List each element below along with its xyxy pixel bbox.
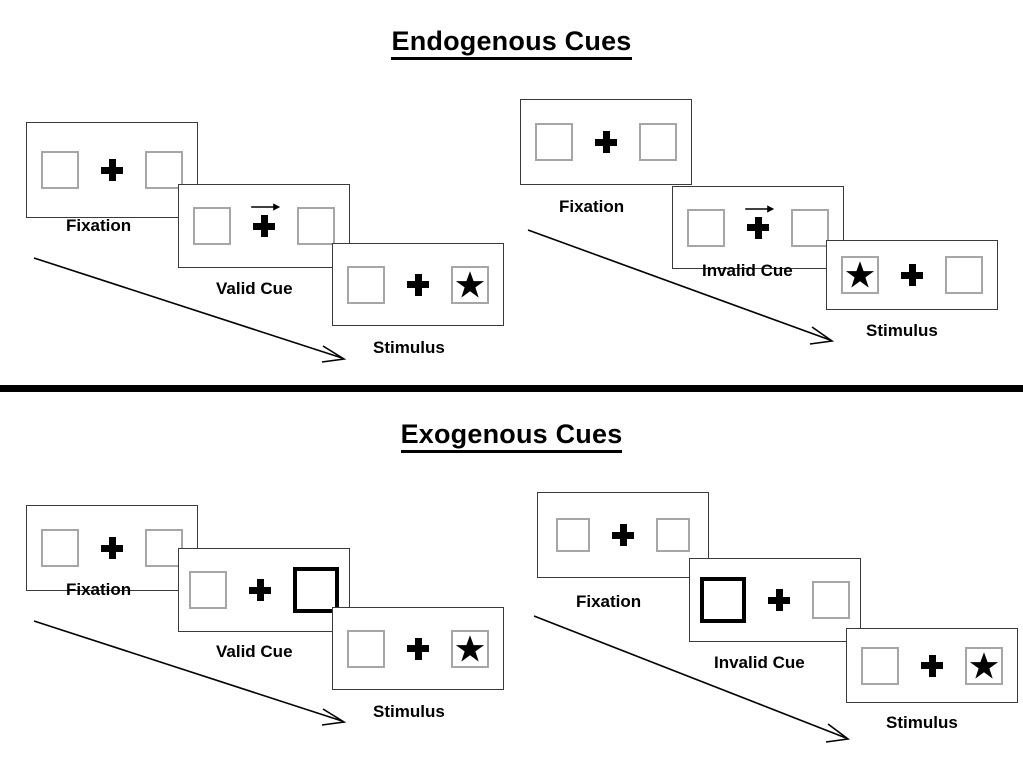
panel-exogenous-invalid-fixation bbox=[537, 492, 709, 578]
fixation-cross-icon bbox=[249, 579, 271, 601]
star-target-icon bbox=[455, 634, 485, 662]
fixation-cross-icon bbox=[407, 637, 429, 660]
stage-label-fixation: Fixation bbox=[66, 580, 132, 599]
placeholder-box-left bbox=[193, 207, 231, 245]
panel-exogenous-valid-cue bbox=[178, 548, 350, 632]
placeholder-box-right bbox=[812, 581, 850, 619]
fixation-cross-icon bbox=[745, 204, 775, 239]
placeholder-box-right bbox=[297, 207, 335, 245]
panel-exogenous-invalid-cue bbox=[689, 558, 861, 642]
panel-content bbox=[687, 204, 829, 247]
panel-content bbox=[861, 646, 1003, 685]
placeholder-box-left bbox=[861, 646, 899, 685]
panel-endogenous-valid-stimulus bbox=[332, 243, 504, 326]
flow-arrow-endogenous-valid bbox=[30, 250, 350, 370]
star-target-icon bbox=[845, 261, 875, 288]
target-box-right bbox=[965, 646, 1003, 685]
panel-exogenous-valid-stimulus bbox=[332, 607, 504, 690]
stage-label-fixation: Fixation bbox=[66, 216, 132, 235]
stage-label-invalid-cue: Invalid Cue bbox=[702, 261, 793, 280]
fixation-cross-icon bbox=[901, 264, 923, 286]
placeholder-box-left bbox=[41, 151, 79, 189]
panel-endogenous-valid-cue bbox=[178, 184, 350, 268]
cue-box-right bbox=[293, 567, 339, 613]
fixation-cross-icon bbox=[921, 654, 943, 677]
section-title-exogenous-text: Exogenous Cues bbox=[400, 419, 623, 453]
star-target-icon bbox=[455, 270, 485, 298]
panel-content bbox=[193, 203, 335, 245]
placeholder-box-left bbox=[687, 208, 725, 247]
placeholder-box-left bbox=[347, 629, 385, 668]
stage-label-invalid-cue: Invalid Cue bbox=[714, 653, 805, 672]
placeholder-box-left bbox=[189, 571, 227, 609]
panel-content bbox=[347, 265, 489, 304]
target-box-right bbox=[451, 629, 489, 668]
placeholder-box-right bbox=[656, 518, 690, 552]
section-title-endogenous-text: Endogenous Cues bbox=[391, 26, 632, 60]
panel-content bbox=[700, 577, 850, 623]
target-box-left bbox=[841, 256, 879, 294]
stage-label-valid-cue: Valid Cue bbox=[216, 279, 293, 298]
panel-exogenous-invalid-stimulus bbox=[846, 628, 1018, 703]
section-title-endogenous: Endogenous Cues bbox=[0, 26, 1023, 60]
panel-endogenous-invalid-fixation bbox=[520, 99, 692, 185]
arrow-right-cue-icon bbox=[744, 203, 775, 215]
panel-content bbox=[41, 529, 183, 567]
stage-label-valid-cue: Valid Cue bbox=[216, 642, 293, 661]
panel-content bbox=[535, 123, 677, 161]
panel-endogenous-invalid-stimulus bbox=[826, 240, 998, 310]
fixation-cross-icon bbox=[251, 203, 281, 237]
placeholder-box-right bbox=[145, 151, 183, 189]
cue-box-left bbox=[700, 577, 746, 623]
fixation-cross-icon bbox=[407, 273, 429, 296]
target-box-right bbox=[451, 265, 489, 304]
panel-content bbox=[556, 518, 690, 552]
panel-exogenous-valid-fixation bbox=[26, 505, 198, 591]
placeholder-box-right bbox=[791, 208, 829, 247]
panel-content bbox=[41, 151, 183, 189]
fixation-cross-icon bbox=[612, 524, 634, 546]
arrow-right-cue-icon bbox=[250, 201, 281, 213]
fixation-cross-icon bbox=[595, 131, 617, 153]
section-title-exogenous: Exogenous Cues bbox=[0, 419, 1023, 453]
panel-endogenous-invalid-cue bbox=[672, 186, 844, 269]
placeholder-box-left bbox=[41, 529, 79, 567]
stage-label-fixation: Fixation bbox=[576, 592, 642, 611]
stage-label-stimulus: Stimulus bbox=[373, 702, 445, 721]
placeholder-box-right bbox=[945, 256, 983, 294]
placeholder-box-left bbox=[347, 265, 385, 304]
placeholder-box-left bbox=[535, 123, 573, 161]
panel-content bbox=[347, 629, 489, 668]
panel-content bbox=[841, 256, 983, 294]
panel-content bbox=[189, 567, 339, 613]
star-target-icon bbox=[969, 651, 999, 679]
stage-label-stimulus: Stimulus bbox=[866, 321, 938, 340]
stage-label-stimulus: Stimulus bbox=[886, 713, 958, 732]
stage-label-fixation: Fixation bbox=[559, 197, 625, 216]
section-divider bbox=[0, 385, 1023, 392]
panel-endogenous-valid-fixation bbox=[26, 122, 198, 218]
fixation-cross-icon bbox=[101, 159, 123, 181]
placeholder-box-left bbox=[556, 518, 590, 552]
fixation-cross-icon bbox=[101, 537, 123, 559]
placeholder-box-right bbox=[639, 123, 677, 161]
fixation-cross-icon bbox=[768, 589, 790, 611]
stage-label-stimulus: Stimulus bbox=[373, 338, 445, 357]
